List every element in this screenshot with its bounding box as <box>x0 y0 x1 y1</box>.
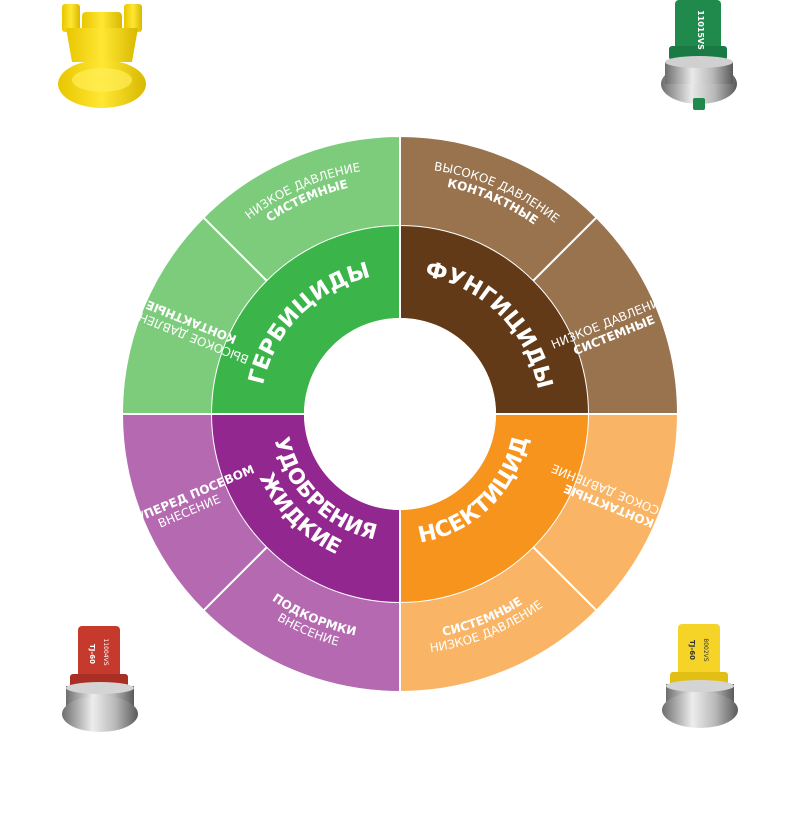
red-nozzle-model: TJ-60 <box>88 644 96 664</box>
insecticides-inner-segment <box>400 414 588 602</box>
center-hole <box>304 318 496 510</box>
fungicides-inner-segment <box>400 226 588 414</box>
yellow-turbo-nozzle-image <box>58 4 146 108</box>
inner-ring <box>212 226 588 602</box>
green-nozzle-code: 11015VS <box>696 10 705 50</box>
green-flat-fan-nozzle-image: 11015VS <box>661 0 737 110</box>
outer-ring <box>120 134 680 694</box>
red-tj60-nozzle-image: TJ-60 11004VS <box>62 626 138 732</box>
yellow-nozzle-code: 8002VS <box>702 638 709 661</box>
yellow-tj60-nozzle-image: TJ-60 8002VS <box>662 624 738 728</box>
herbicides-inner-segment <box>212 226 400 414</box>
red-nozzle-code: 11004VS <box>102 639 109 666</box>
fertilizers-inner-segment <box>212 414 400 602</box>
yellow-nozzle-model: TJ-60 <box>688 640 696 660</box>
